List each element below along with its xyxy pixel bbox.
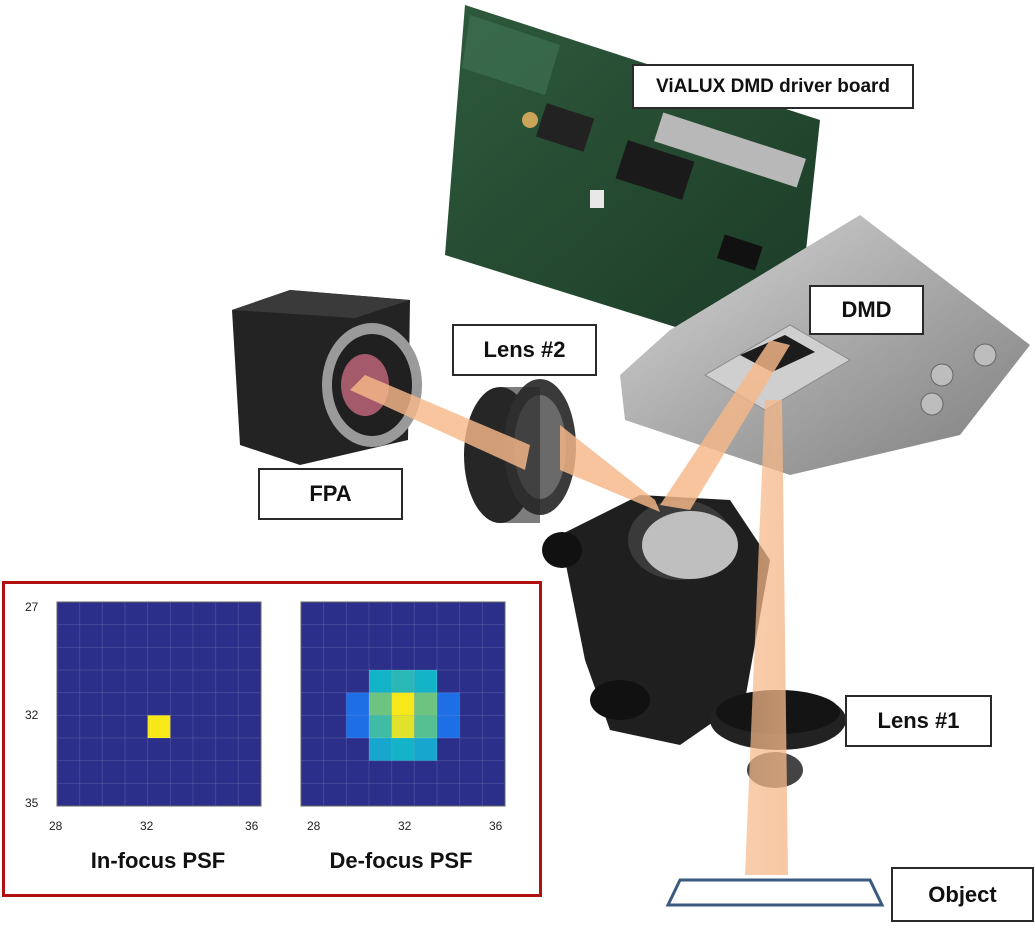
- beam-lens1-to-dmd: [660, 340, 790, 510]
- defocus-x-tick-32: 32: [398, 819, 412, 833]
- lens-1-mount: [542, 495, 846, 788]
- dmd-driver-board: [445, 5, 820, 330]
- infocus-psf-title: In-focus PSF: [90, 848, 226, 873]
- psf-heatmaps: [56, 601, 506, 807]
- defocus-x-tick-36: 36: [489, 819, 503, 833]
- psf-panel: 27 32 35 28 32 36 28 32 36 In-focus PSF …: [2, 581, 542, 897]
- beam-object-to-lens1: [745, 400, 788, 875]
- defocus-heatmap-cell: [369, 715, 392, 738]
- defocus-heatmap-cell: [369, 670, 392, 693]
- label-fpa: FPA: [258, 468, 403, 520]
- label-object: Object: [891, 867, 1034, 922]
- label-lens-2: Lens #2: [452, 324, 597, 376]
- defocus-heatmap-cell: [391, 738, 415, 761]
- defocus-x-tick-28: 28: [307, 819, 321, 833]
- infocus-plot-frame: [56, 601, 262, 807]
- defocus-heatmap-cell: [391, 715, 415, 738]
- defocus-heatmap-cell: [369, 692, 392, 716]
- defocus-heatmap-cell: [369, 738, 392, 761]
- defocus-heatmap-cell: [414, 715, 437, 738]
- object-plane: [665, 878, 885, 907]
- defocus-heatmap-cell: [414, 738, 437, 761]
- defocus-heatmap-cell: [391, 670, 415, 693]
- infocus-x-tick-36: 36: [245, 819, 259, 833]
- label-dmd-driver-board: ViALUX DMD driver board: [632, 64, 914, 109]
- defocus-heatmap-cell: [346, 715, 369, 738]
- label-dmd: DMD: [809, 285, 924, 335]
- infocus-heatmap-background: [57, 602, 261, 806]
- defocus-heatmap-cell: [391, 692, 415, 716]
- defocus-heatmap-cell: [414, 692, 437, 716]
- defocus-plot-frame: [300, 601, 506, 807]
- infocus-x-tick-28: 28: [49, 819, 63, 833]
- defocus-heatmap-cell: [437, 715, 460, 738]
- fpa-camera: [232, 290, 422, 465]
- infocus-x-tick-32: 32: [140, 819, 154, 833]
- beam-lens2-to-fpa: [350, 375, 530, 470]
- beam-dmd-to-lens2: [560, 425, 660, 512]
- infocus-y-tick-32: 32: [25, 708, 39, 722]
- defocus-heatmap-cell: [437, 692, 460, 716]
- defocus-heatmap-cell: [346, 692, 369, 716]
- defocus-psf-title: De-focus PSF: [329, 848, 473, 873]
- infocus-y-tick-35: 35: [25, 796, 39, 810]
- light-beams: [350, 340, 790, 875]
- infocus-y-tick-27: 27: [25, 600, 39, 614]
- defocus-heatmap-cell: [414, 670, 437, 693]
- label-lens-1: Lens #1: [845, 695, 992, 747]
- infocus-heatmap-cell: [147, 715, 171, 738]
